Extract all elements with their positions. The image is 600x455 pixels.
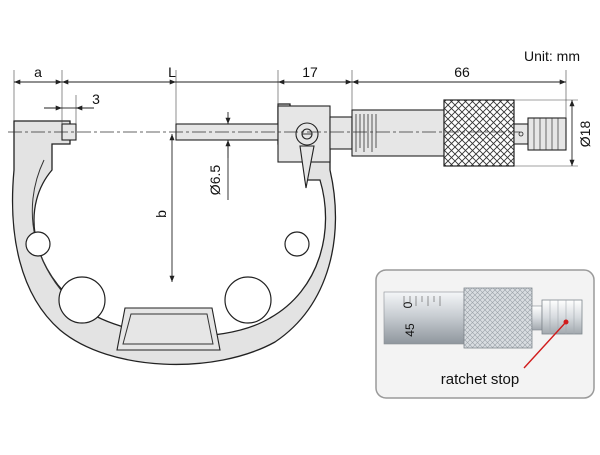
dimension-66-label: 66 xyxy=(454,64,470,80)
lock-clamp xyxy=(295,122,319,189)
unit-label: Unit: mm xyxy=(524,48,580,64)
inset-thimble xyxy=(463,287,533,349)
thimble-knurl xyxy=(443,99,515,167)
dimension-l-label: L xyxy=(168,64,176,80)
thimble-neck xyxy=(513,123,529,145)
dimension-lines xyxy=(13,70,578,282)
frame-hole-left xyxy=(25,231,51,257)
insulation-plate xyxy=(116,307,221,351)
dimension-b-label: b xyxy=(153,210,169,218)
thimble-diameter-label: Ø18 xyxy=(577,121,593,148)
frame-hole-lower-left xyxy=(58,276,106,324)
spindle-diameter-label: Ø6.5 xyxy=(207,165,223,196)
dimension-a-label: a xyxy=(34,64,42,80)
inset-scale-mark-45: 45 xyxy=(403,323,417,337)
dimension-3-label: 3 xyxy=(92,91,100,107)
dimension-17-label: 17 xyxy=(302,64,318,80)
inset-thimble-neck xyxy=(531,305,543,331)
frame-hole-right xyxy=(284,231,310,257)
inset-ratchet xyxy=(541,299,583,335)
ratchet-stop-inset: 0 45 ratchet stop xyxy=(375,269,595,399)
frame-holes xyxy=(25,231,310,324)
callout-pointer xyxy=(523,321,567,369)
inset-scale-mark-0: 0 xyxy=(401,301,415,308)
sleeve xyxy=(277,105,445,163)
inset-sleeve xyxy=(383,291,465,345)
ratchet-stop xyxy=(527,117,567,151)
set-screw-icon xyxy=(518,131,524,137)
frame-hole-lower-right xyxy=(224,276,272,324)
callout-ratchet-stop-label: ratchet stop xyxy=(441,371,519,388)
